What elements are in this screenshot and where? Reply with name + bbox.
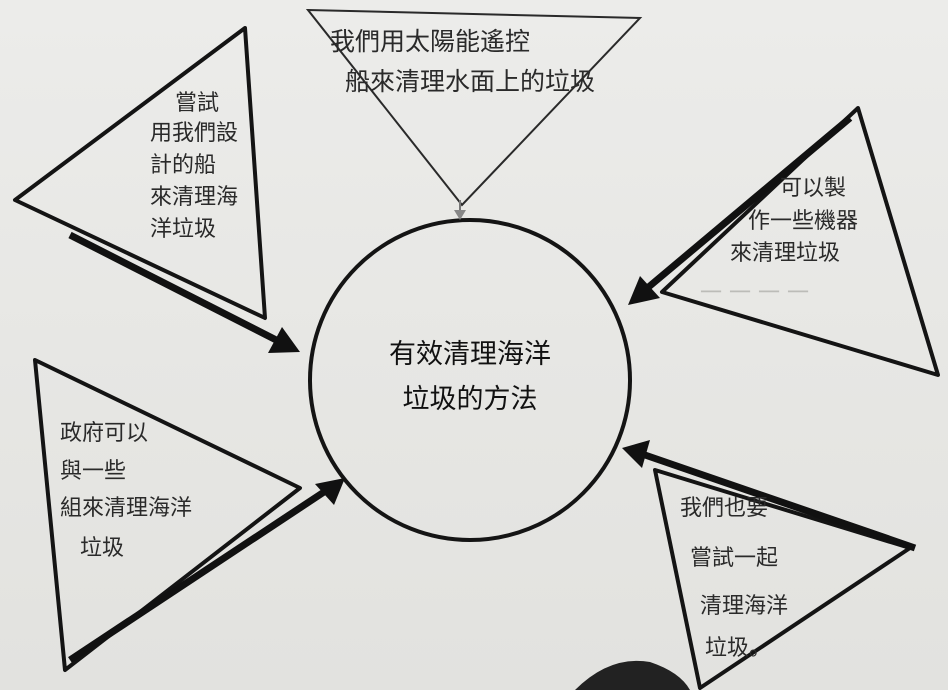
node-upper-left-text-4: 來清理海	[150, 185, 238, 210]
node-lower-right-text-2: 嘗試一起	[690, 546, 778, 571]
node-top-triangle	[305, 8, 643, 207]
node-lower-left-text-3: 組來清理海洋	[60, 496, 192, 521]
node-lower-left-text-2: 與一些	[60, 459, 126, 484]
node-top-arrowhead	[454, 210, 466, 220]
node-upper-right: 可以製 作一些機器 來清理垃圾	[628, 106, 940, 377]
node-lower-right-text-3: 清理海洋	[700, 594, 788, 619]
node-lower-right-text-1: 我們也要	[680, 496, 768, 521]
node-lower-left-text-4: 垃圾	[80, 536, 124, 561]
node-upper-left-text-2: 用我們設	[150, 121, 238, 146]
node-lower-right-arrowhead	[622, 440, 650, 468]
hair-smudge-decoration	[575, 660, 690, 690]
node-lower-left-text-1: 政府可以	[60, 421, 148, 446]
center-label-line-2: 垃圾的方法	[403, 384, 538, 415]
node-upper-left-text-3: 計的船	[150, 153, 216, 178]
center-circle	[308, 218, 632, 542]
center-label-line-1: 有效清理海洋	[389, 339, 551, 370]
node-lower-right: 我們也要 嘗試一起 清理海洋 垃圾。	[622, 440, 917, 690]
node-lower-left-arrowhead	[315, 478, 345, 505]
node-upper-right-triangle	[660, 106, 940, 377]
node-upper-right-text-3: 來清理垃圾	[730, 241, 840, 266]
node-lower-left-triangle	[33, 358, 302, 672]
node-lower-right-triangle	[653, 468, 912, 690]
node-upper-left-text-1: 嘗試	[175, 91, 219, 116]
node-upper-right-text-1: 可以製	[780, 176, 846, 201]
node-upper-left-arrowhead	[268, 327, 300, 353]
node-upper-right-text-2: 作一些機器	[748, 209, 858, 234]
ghost-print: 一 一 一 一	[700, 281, 809, 306]
node-upper-left: 嘗試 用我們設 計的船 來清理海 洋垃圾	[13, 26, 300, 353]
node-lower-left: 政府可以 與一些 組來清理海洋 垃圾	[33, 358, 345, 672]
node-upper-left-triangle	[13, 26, 267, 320]
node-upper-left-text-5: 洋垃圾	[150, 217, 216, 242]
node-upper-right-arrow	[642, 115, 853, 293]
node-lower-left-arrow	[68, 485, 332, 663]
node-top-text-1: 我們用太陽能遙控	[330, 27, 530, 56]
node-upper-left-arrow	[68, 231, 288, 349]
central-topic: 有效清理海洋 垃圾的方法	[308, 218, 632, 542]
node-top: 我們用太陽能遙控 船來清理水面上的垃圾	[305, 8, 643, 220]
node-lower-right-text-4: 垃圾。	[705, 636, 771, 661]
node-upper-right-arrowhead	[628, 276, 660, 305]
node-top-text-2: 船來清理水面上的垃圾	[345, 67, 595, 96]
node-lower-right-arrow	[643, 451, 917, 552]
